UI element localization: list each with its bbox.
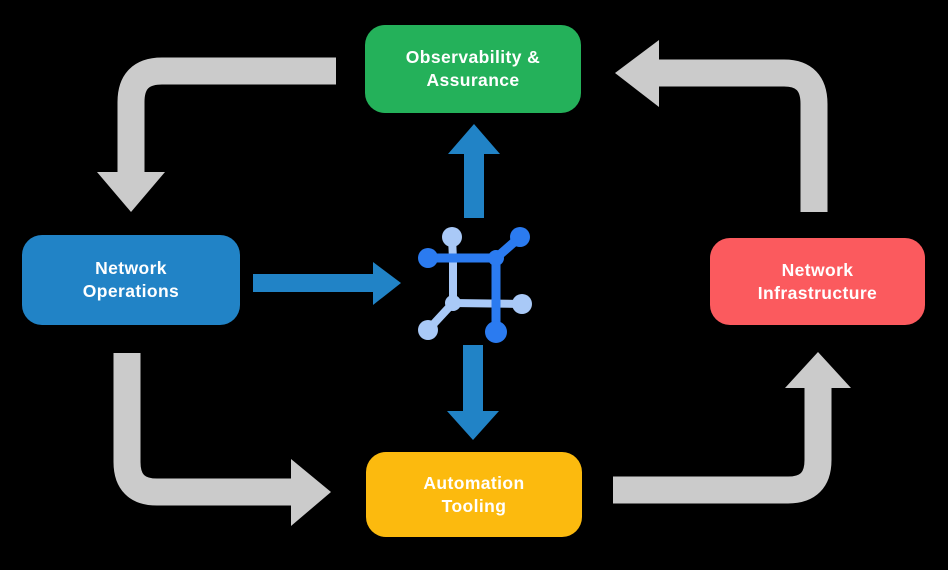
node-label-line: Automation <box>423 472 525 493</box>
arrow-head-up <box>448 124 500 154</box>
arrow-head-right <box>291 459 331 526</box>
flow-arrow-automation-to-infrastructure <box>613 352 851 504</box>
network-fabric-icon-dark-nodes <box>418 227 530 343</box>
data-arrow-center-to-observability <box>448 124 500 218</box>
node-network-infrastructure: Network Infrastructure <box>710 238 925 325</box>
node-label-line: Infrastructure <box>757 282 878 303</box>
arrow-head-down <box>447 411 499 440</box>
node-label-line: Network <box>95 258 167 278</box>
flow-arrow-operations-to-automation <box>113 353 331 526</box>
node-label-line: Network <box>781 259 854 280</box>
node-automation-tooling: Automation Tooling <box>366 452 582 537</box>
node-network-operations: Network Operations <box>22 235 240 325</box>
arrow-elbow <box>117 57 336 174</box>
arrow-head-up <box>785 352 851 388</box>
arrow-elbow <box>113 353 293 506</box>
arrow-elbow <box>613 386 832 504</box>
arrow-head-left <box>615 40 659 107</box>
node-label-line: Operations <box>82 281 180 301</box>
node-label-line: Observability & <box>405 47 541 67</box>
arrow-elbow <box>657 59 828 212</box>
data-arrow-operations-to-center <box>253 262 401 305</box>
network-fabric-icon-light-nodes <box>418 227 532 340</box>
arrow-head-right <box>373 262 401 305</box>
flow-arrow-observability-to-operations <box>97 57 336 212</box>
arrow-head-down <box>97 172 165 212</box>
flow-arrow-infrastructure-to-observability <box>615 40 828 212</box>
node-label-line: Tooling <box>441 495 507 516</box>
network-fabric-icon <box>418 227 532 343</box>
data-arrow-center-to-automation <box>447 345 499 440</box>
node-label-line: Assurance <box>426 70 520 90</box>
node-observability-assurance: Observability & Assurance <box>365 25 581 113</box>
